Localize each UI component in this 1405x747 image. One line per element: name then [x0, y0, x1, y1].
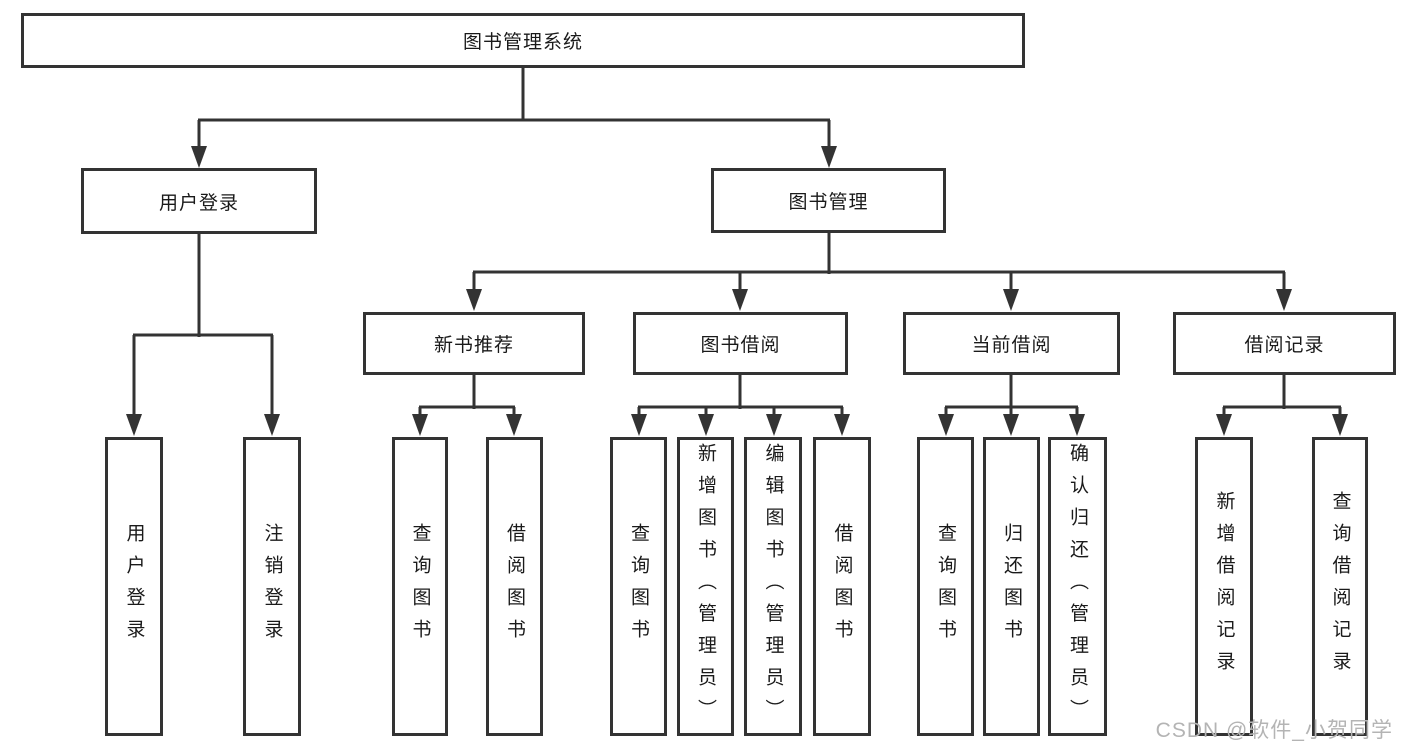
node-borrow-book: 借阅图书 [813, 437, 871, 736]
node-label: 注销登录 [261, 522, 283, 651]
node-label: 借阅图书 [831, 522, 853, 651]
node-current-borrow: 当前借阅 [903, 312, 1120, 375]
node-book-borrow: 图书借阅 [633, 312, 848, 375]
node-add-book-admin: 新增图书（管理员） [677, 437, 734, 736]
node-search-borrow-record: 查询借阅记录 [1312, 437, 1368, 736]
node-label: 确认归还（管理员） [1067, 442, 1088, 731]
node-search-book-current: 查询图书 [917, 437, 974, 736]
node-edit-book-admin: 编辑图书（管理员） [744, 437, 802, 736]
node-confirm-return-admin: 确认归还（管理员） [1048, 437, 1107, 736]
node-add-borrow-record: 新增借阅记录 [1195, 437, 1253, 736]
node-label: 新书推荐 [433, 335, 514, 356]
csdn-watermark: CSDN @软件_小贺同学 [1155, 719, 1393, 742]
node-label: 新增图书（管理员） [695, 442, 716, 731]
arrowheads [126, 146, 1348, 436]
node-label: 查询图书 [409, 522, 431, 651]
node-label: 查询图书 [935, 522, 956, 651]
node-root: 图书管理系统 [21, 13, 1025, 68]
node-label: 查询图书 [628, 522, 649, 651]
node-book-management: 图书管理 [711, 168, 946, 233]
node-search-book-recommend: 查询图书 [392, 437, 448, 736]
node-login: 用户登录 [105, 437, 163, 736]
node-label: 用户登录 [123, 522, 145, 651]
node-label: 图书管理系统 [462, 32, 583, 53]
node-label: 查询借阅记录 [1329, 490, 1351, 683]
node-label: 图书借阅 [700, 335, 781, 356]
node-label: 新增借阅记录 [1213, 490, 1235, 683]
node-search-book-borrow: 查询图书 [610, 437, 667, 736]
node-label: 归还图书 [1001, 522, 1022, 651]
node-label: 当前借阅 [971, 335, 1052, 356]
node-label: 借阅记录 [1244, 335, 1325, 356]
node-user-login: 用户登录 [81, 168, 317, 234]
node-borrow-records: 借阅记录 [1173, 312, 1396, 375]
node-label: 借阅图书 [504, 522, 525, 651]
node-label: 图书管理 [788, 192, 869, 213]
node-logout: 注销登录 [243, 437, 301, 736]
node-label: 编辑图书（管理员） [762, 442, 784, 731]
node-label: 用户登录 [158, 192, 239, 214]
node-return-book: 归还图书 [983, 437, 1040, 736]
node-new-book-recommend: 新书推荐 [363, 312, 585, 375]
node-borrow-book-recommend: 借阅图书 [486, 437, 543, 736]
